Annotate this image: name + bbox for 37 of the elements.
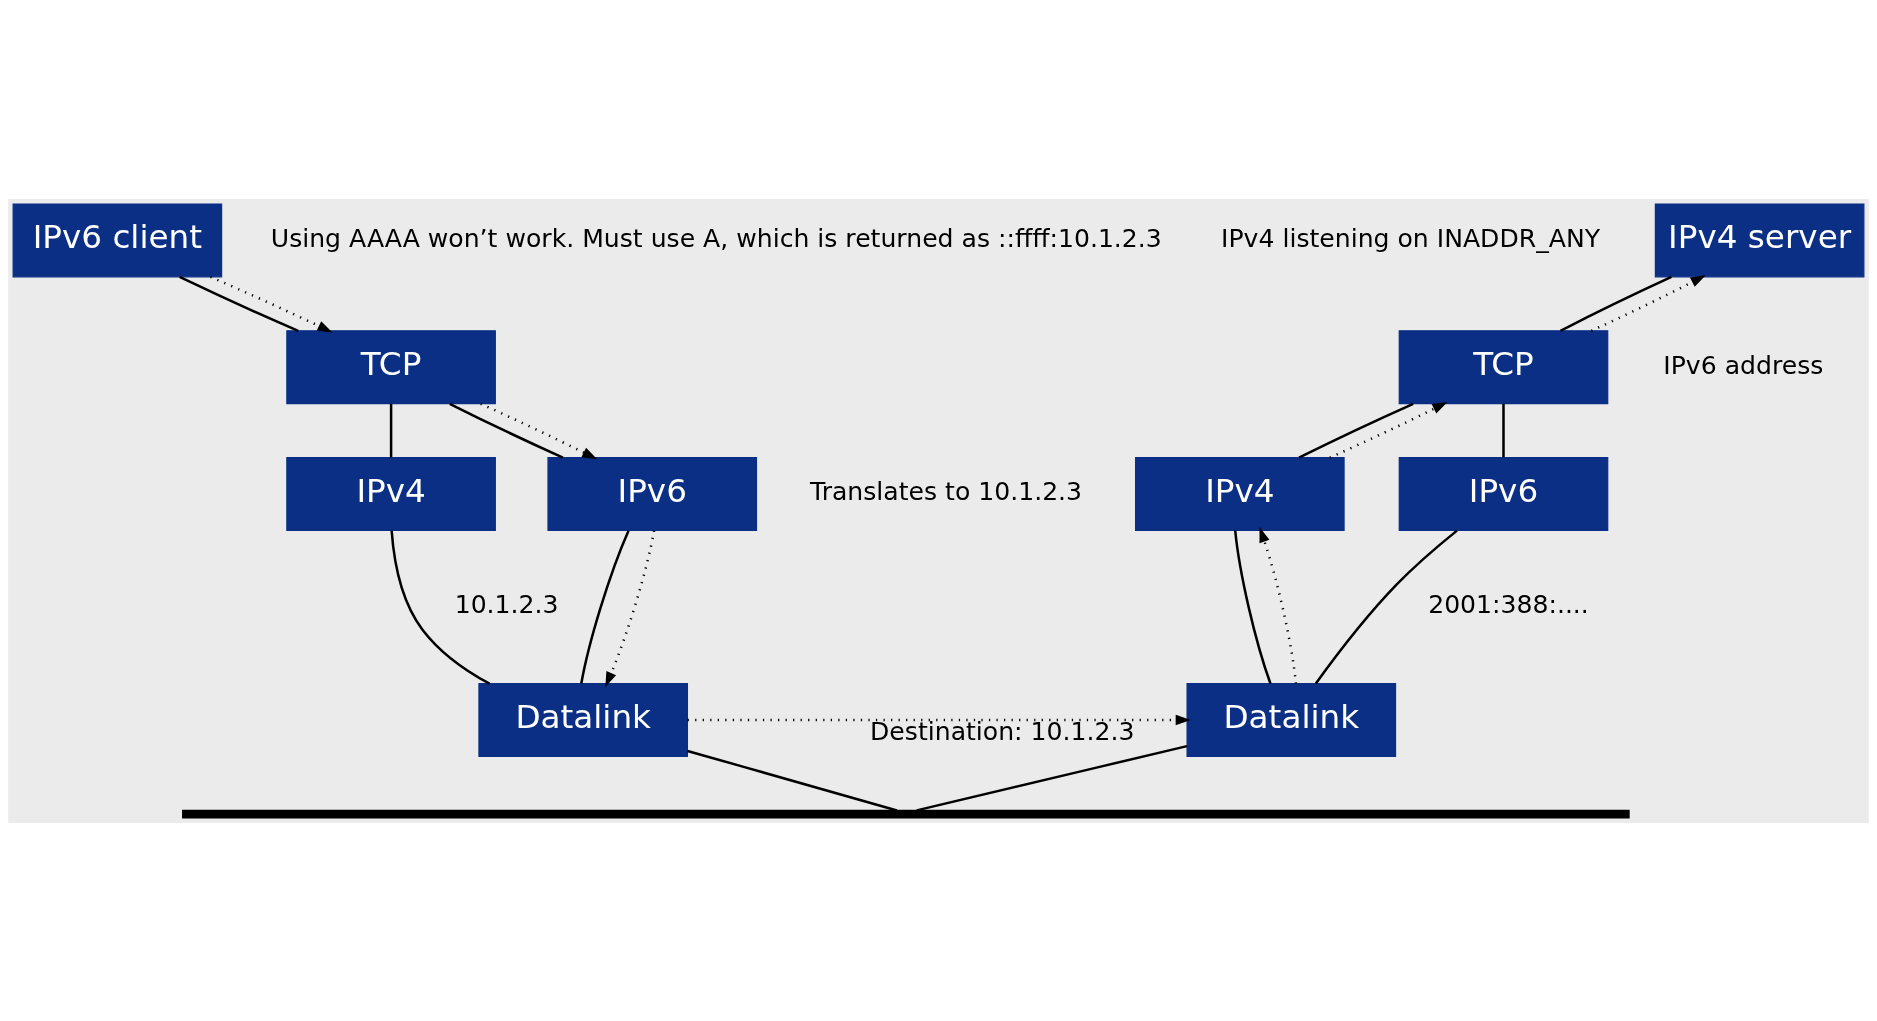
- connector: [580, 529, 630, 684]
- label: IPv6 address: [1663, 350, 1824, 380]
- arrow: [480, 402, 598, 459]
- node-box: Datalink: [478, 682, 688, 757]
- label: Translates to 10.1.2.3: [809, 476, 1083, 506]
- node-box: IPv6: [547, 456, 758, 531]
- label: 2001:388:....: [1428, 589, 1589, 619]
- arrow: [1590, 274, 1706, 332]
- node-box: IPv6: [1398, 456, 1609, 531]
- node-box: Datalink: [1186, 682, 1397, 757]
- node-box: IPv4: [286, 456, 496, 531]
- label: 10.1.2.3: [454, 589, 559, 619]
- connector: [389, 403, 393, 457]
- arrow: [1329, 401, 1448, 459]
- connector: [1314, 529, 1458, 684]
- arrow: [687, 714, 1191, 725]
- connector: [916, 744, 1188, 812]
- arrow: [1259, 526, 1298, 684]
- connector: [1502, 403, 1505, 457]
- label: Using AAAA won’t work. Must use A, which is returned as ::ffff:10.1.2.3: [270, 223, 1162, 253]
- arrow: [605, 529, 656, 687]
- connector: [179, 275, 299, 332]
- connector: [1298, 402, 1414, 459]
- node-box: IPv4 server: [1654, 202, 1865, 277]
- label: IPv4 listening on INADDR_ANY: [1221, 223, 1601, 253]
- connector: [687, 749, 898, 812]
- connector: [390, 530, 491, 685]
- arrow: [210, 275, 333, 332]
- node-box: IPv4: [1135, 456, 1345, 531]
- node-box: IPv6 client: [12, 202, 223, 277]
- edge-label: Destination: 10.1.2.3: [870, 716, 1135, 746]
- connector: [1233, 530, 1272, 684]
- connector: [449, 402, 564, 459]
- node-box: TCP: [286, 329, 496, 404]
- node-bar: [182, 809, 1630, 819]
- node-box: TCP: [1398, 329, 1609, 404]
- connector: [1559, 275, 1672, 332]
